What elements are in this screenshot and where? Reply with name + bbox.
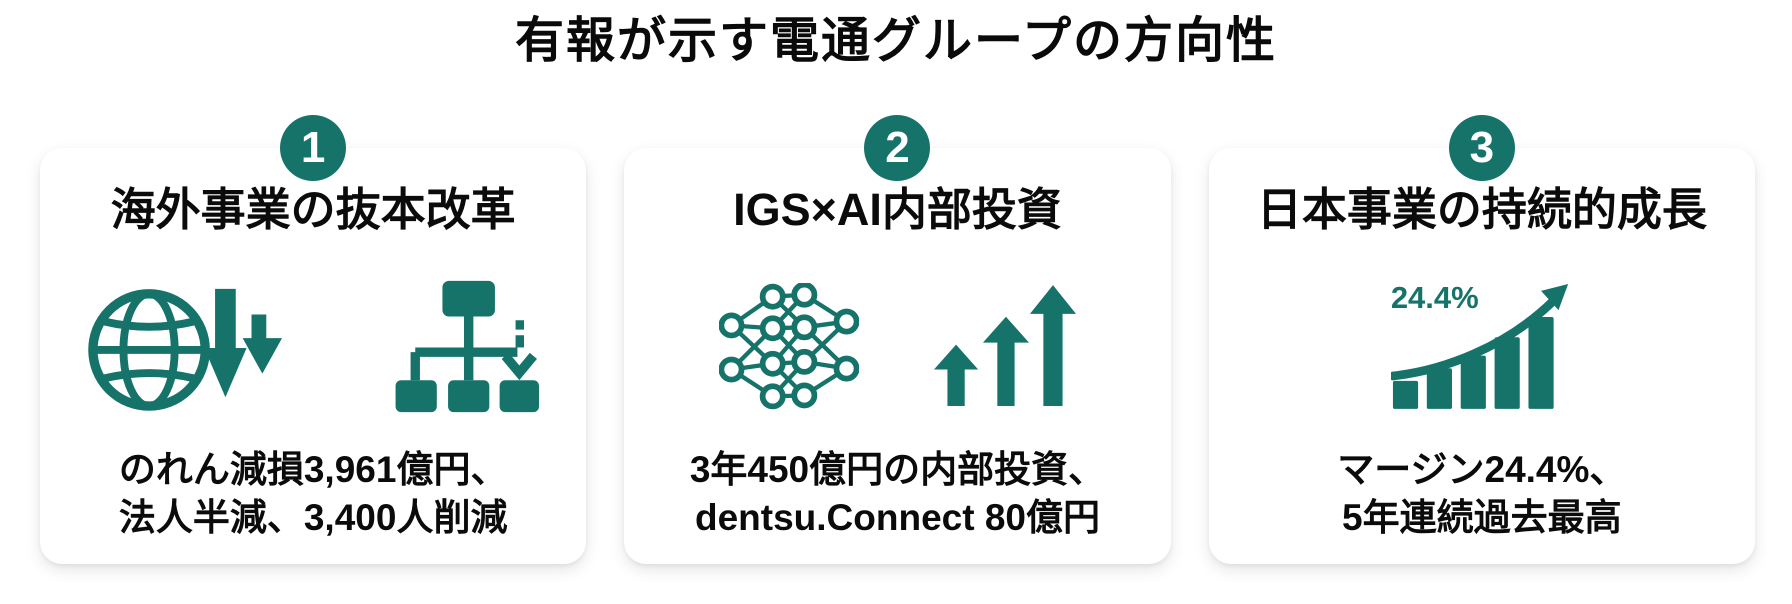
card-2-desc-line-1: 3年450億円の内部投資、 — [689, 448, 1106, 490]
card-1-title: 海外事業の抜本改革 — [110, 183, 516, 235]
card-2-icons — [640, 247, 1154, 446]
card-2-title: IGS×AI内部投資 — [733, 183, 1062, 235]
card-1-desc-line-2: 法人半減、3,400人削減 — [118, 496, 508, 538]
badge-1: 1 — [280, 114, 347, 181]
card-3-desc-line-1: マージン24.4%、 — [1337, 448, 1627, 490]
growth-percentage-label: 24.4% — [1390, 280, 1479, 316]
badge-3: 3 — [1448, 114, 1515, 181]
card-3-desc-line-2: 5年連続過去最高 — [1342, 496, 1622, 538]
rising-arrows-icon — [933, 284, 1076, 406]
card-2-description: 3年450億円の内部投資、 dentsu.Connect 80億円 — [690, 446, 1105, 542]
card-1-desc-line-1: のれん減損3,961億円、 — [118, 448, 508, 490]
card-1-description: のれん減損3,961億円、 法人半減、3,400人削減 — [119, 446, 508, 542]
growth-chart-icon: 24.4% — [1390, 280, 1573, 411]
card-igs-ai-investment: 2 IGS×AI内部投資 — [624, 114, 1171, 564]
neural-network-icon — [718, 282, 859, 410]
page-title: 有報が示す電通グループの方向性 — [514, 14, 1278, 68]
badge-2: 2 — [864, 114, 931, 181]
card-overseas-reform: 1 海外事業の抜本改革 — [40, 114, 587, 564]
card-3-icons: 24.4% — [1225, 247, 1739, 446]
globe-decline-icon — [87, 288, 282, 411]
growth-bars-arrow — [1390, 284, 1568, 410]
card-3-description: マージン24.4%、 5年連続過去最高 — [1337, 446, 1626, 542]
badge-3-number: 3 — [1469, 122, 1495, 172]
badge-2-number: 2 — [885, 122, 910, 172]
card-1-icons — [56, 247, 570, 446]
card-3-title: 日本事業の持続的成長 — [1256, 183, 1707, 235]
card-japan-growth: 3 日本事業の持続的成長 24.4% マー — [1208, 114, 1755, 564]
cards-row: 1 海外事業の抜本改革 — [0, 114, 1792, 564]
card-2-desc-line-2: dentsu.Connect 80億円 — [694, 496, 1100, 538]
org-chart-downsize-icon — [395, 280, 539, 412]
badge-1-number: 1 — [300, 122, 326, 172]
